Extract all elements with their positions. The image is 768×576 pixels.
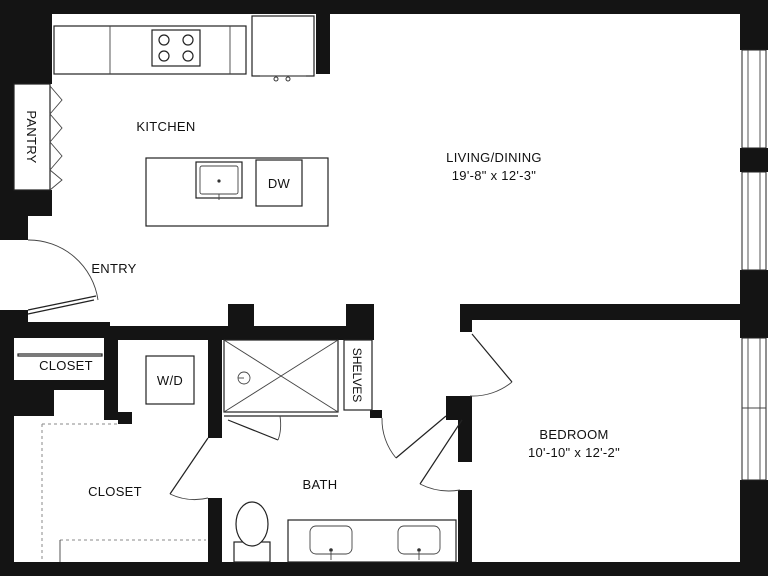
living-dining-dimensions: 19'-8" x 12'-3" <box>452 168 537 183</box>
kitchen-counter <box>53 25 247 75</box>
bedroom-dimensions: 10'-10" x 12'-2" <box>528 445 620 460</box>
sink-icon <box>397 525 441 560</box>
living-dining-label: LIVING/DINING <box>446 150 542 165</box>
entry-label: ENTRY <box>91 261 136 276</box>
toilet-icon <box>233 501 271 563</box>
walkin-closet <box>41 423 206 562</box>
window-icon <box>741 49 767 481</box>
washer-dryer <box>145 355 195 405</box>
door-swing-icon <box>169 333 513 500</box>
shower <box>223 339 339 417</box>
sink-icon <box>195 161 243 200</box>
shelves-label: SHELVES <box>350 348 364 402</box>
entry-closet-label: CLOSET <box>39 358 93 373</box>
interior-walls <box>14 304 740 564</box>
bath-label: BATH <box>303 477 338 492</box>
washer-dryer-label: W/D <box>157 373 183 388</box>
sink-icon <box>309 525 353 560</box>
shower-door <box>227 415 282 441</box>
pantry-closet <box>13 83 63 191</box>
door-swing-icon <box>27 239 99 315</box>
shower-drain-icon <box>237 371 251 385</box>
pantry-label: PANTRY <box>24 110 39 163</box>
shelves-unit <box>343 339 373 411</box>
kitchen-island <box>145 157 329 227</box>
vanity-counter <box>287 519 457 563</box>
walkin-closet-label: CLOSET <box>88 484 142 499</box>
cooktop-icon <box>151 29 201 67</box>
dishwasher-label: DW <box>268 176 291 191</box>
kitchen-label: KITCHEN <box>136 119 195 134</box>
dishwasher <box>255 159 303 207</box>
refrigerator <box>251 15 315 82</box>
bedroom-label: BEDROOM <box>539 427 608 442</box>
